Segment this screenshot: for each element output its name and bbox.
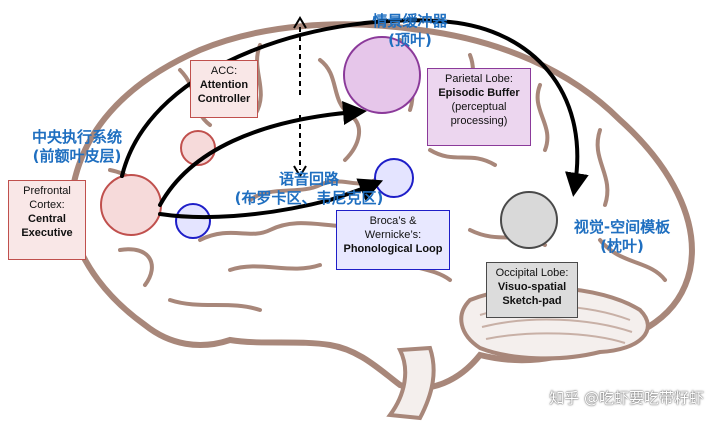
phonological-label: 语音回路 (布罗卡区、韦尼克区) bbox=[200, 170, 418, 208]
broca-box-line1: Broca’s & bbox=[369, 215, 417, 227]
prefrontal-box-line3: Central bbox=[28, 213, 66, 225]
central-exec-label-line1: 中央执行系统 bbox=[31, 128, 122, 146]
central-exec-label: 中央执行系统 (前额叶皮层) bbox=[14, 128, 140, 166]
episodic-label-line2: (顶叶) bbox=[388, 31, 432, 49]
phonological-label-line2: (布罗卡区、韦尼克区) bbox=[234, 189, 384, 207]
visuo-label: 视觉-空间模板 (枕叶) bbox=[556, 218, 688, 256]
prefrontal-circle bbox=[100, 174, 162, 236]
central-exec-label-line2: (前额叶皮层) bbox=[32, 147, 122, 165]
broca-circle bbox=[175, 203, 211, 239]
parietal-box-line3: (perceptual bbox=[451, 101, 507, 113]
broca-box: Broca’s & Wernicke’s: Phonological Loop bbox=[336, 210, 450, 270]
arrow-to-episodic bbox=[158, 101, 367, 207]
episodic-label: 情景缓冲器 (顶叶) bbox=[360, 12, 460, 50]
episodic-label-line1: 情景缓冲器 bbox=[372, 12, 448, 30]
watermark: 知乎 @吃虾要吃带籽虾 bbox=[549, 389, 704, 407]
dashed-arrow-head-up bbox=[293, 16, 307, 29]
arrow-to-visuo bbox=[120, 18, 589, 197]
parietal-box-line1: Parietal Lobe: bbox=[445, 73, 513, 85]
prefrontal-box-line1: Prefrontal bbox=[23, 185, 71, 197]
acc-box-line2: Attention bbox=[199, 79, 249, 91]
prefrontal-box-line4: Executive bbox=[21, 227, 73, 239]
occipital-box-line2: Visuo-spatial bbox=[497, 281, 567, 293]
occipital-box-line3: Sketch-pad bbox=[502, 295, 562, 307]
brain-stem bbox=[386, 345, 436, 421]
episodic-circle bbox=[343, 36, 421, 114]
arrow-to-phonological bbox=[158, 178, 384, 220]
acc-box-line1: ACC: bbox=[210, 65, 238, 77]
phonological-label-line1: 语音回路 bbox=[278, 170, 339, 188]
acc-box-line3: Controller bbox=[197, 93, 251, 105]
acc-box: ACC: Attention Controller bbox=[190, 60, 258, 118]
wernicke-circle bbox=[374, 158, 414, 198]
visuo-circle bbox=[500, 191, 558, 249]
parietal-box-line2: Episodic Buffer bbox=[438, 87, 520, 99]
occipital-box-line1: Occipital Lobe: bbox=[495, 267, 569, 279]
dashed-arrow-head-down bbox=[293, 165, 307, 178]
prefrontal-box: Prefrontal Cortex: Central Executive bbox=[8, 180, 86, 260]
prefrontal-box-line2: Cortex: bbox=[29, 199, 65, 211]
parietal-box: Parietal Lobe: Episodic Buffer (perceptu… bbox=[427, 68, 531, 146]
visuo-label-line1: 视觉-空间模板 bbox=[573, 218, 671, 236]
visuo-label-line2: (枕叶) bbox=[600, 237, 644, 255]
broca-box-line2: Wernicke’s: bbox=[364, 229, 422, 241]
broca-box-line3: Phonological Loop bbox=[343, 243, 443, 255]
occipital-box: Occipital Lobe: Visuo-spatial Sketch-pad bbox=[486, 262, 578, 318]
parietal-box-line4: processing) bbox=[450, 115, 508, 127]
